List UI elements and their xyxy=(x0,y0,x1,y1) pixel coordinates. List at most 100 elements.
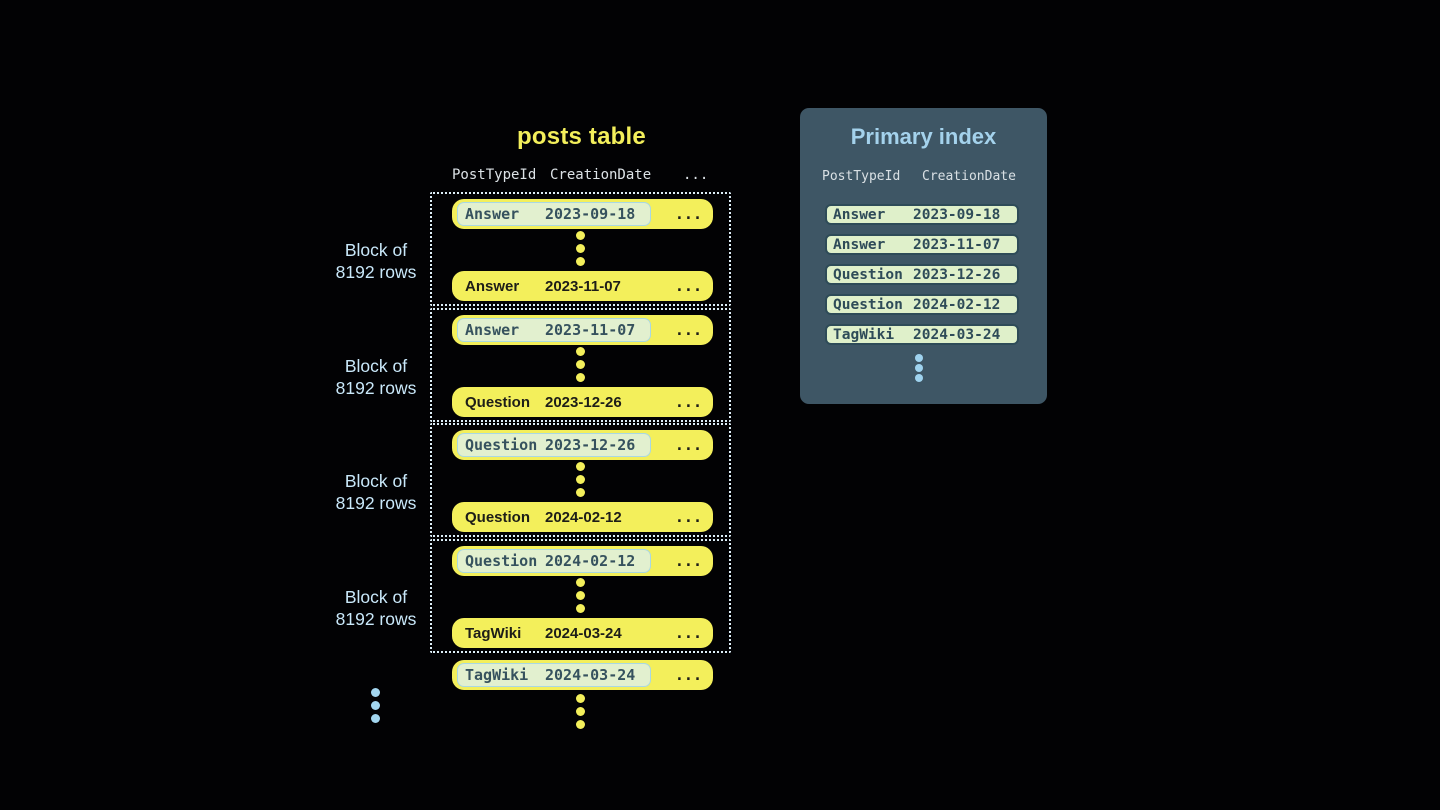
vertical-ellipsis-dots xyxy=(576,462,585,497)
table-row-last: Question 2024-02-12 ... xyxy=(452,502,713,532)
dot xyxy=(576,231,585,240)
primary-key-highlight: Question 2024-02-12 xyxy=(457,549,651,573)
table-row-first: Question 2024-02-12 ... xyxy=(452,546,713,576)
block-label: Block of 8192 rows xyxy=(306,587,446,630)
post-type-cell: Question xyxy=(465,393,531,411)
primary-index-title: Primary index xyxy=(850,124,997,149)
primary-index-panel: Primary index PostTypeId CreationDate An… xyxy=(800,108,1047,404)
index-ellipsis-dots xyxy=(915,354,923,382)
creation-date-cell: 2023-11-07 xyxy=(913,236,1001,253)
table-row-last: Answer 2023-11-07 ... xyxy=(452,271,713,301)
more-blocks-ellipsis-dots xyxy=(371,688,380,723)
row-block-1: Answer 2023-09-18 ... Answer 2023-11-07 … xyxy=(430,192,731,306)
creation-date-cell: 2023-12-26 xyxy=(545,393,622,411)
column-header-posttypeid: PostTypeId xyxy=(452,167,537,183)
block-label-line1: Block of xyxy=(344,587,408,607)
dot xyxy=(576,720,585,729)
row-ellipsis: ... xyxy=(674,277,702,295)
dot xyxy=(576,347,585,356)
block-label-line1: Block of xyxy=(344,240,408,260)
column-header-more-ellipsis: ... xyxy=(683,167,709,183)
primary-key-highlight: Answer 2023-11-07 xyxy=(457,318,651,342)
table-row-last: TagWiki 2024-03-24 ... xyxy=(452,618,713,648)
dot xyxy=(915,364,923,372)
dot xyxy=(576,578,585,587)
creation-date-cell: 2024-02-12 xyxy=(913,296,1001,313)
column-header-creationdate: CreationDate xyxy=(550,167,652,183)
post-type-cell: Question xyxy=(833,296,903,313)
primary-key-highlight: Question 2023-12-26 xyxy=(457,433,651,457)
table-row-first: Question 2023-12-26 ... xyxy=(452,430,713,460)
row-ellipsis: ... xyxy=(674,624,702,642)
index-row: Answer 2023-09-18 xyxy=(825,204,1019,225)
block-label-line2: 8192 rows xyxy=(335,261,417,282)
primary-key-highlight: Answer 2023-09-18 xyxy=(457,202,651,226)
dot xyxy=(576,694,585,703)
post-type-cell: TagWiki xyxy=(465,666,529,684)
block-label-line2: 8192 rows xyxy=(335,608,417,629)
dot xyxy=(576,488,585,497)
row-block-4: Question 2024-02-12 ... TagWiki 2024-03-… xyxy=(430,539,731,653)
index-column-header-posttypeid: PostTypeId xyxy=(822,169,901,184)
post-type-cell: Question xyxy=(465,552,538,570)
post-type-cell: TagWiki xyxy=(833,326,895,343)
table-row-first: Answer 2023-11-07 ... xyxy=(452,315,713,345)
index-row: Question 2023-12-26 xyxy=(825,264,1019,285)
dot xyxy=(576,604,585,613)
dot xyxy=(371,714,380,723)
dot xyxy=(576,360,585,369)
dot xyxy=(576,244,585,253)
dot xyxy=(576,462,585,471)
table-row-first: Answer 2023-09-18 ... xyxy=(452,199,713,229)
vertical-ellipsis-dots xyxy=(576,578,585,613)
row-block-2: Answer 2023-11-07 ... Question 2023-12-2… xyxy=(430,308,731,422)
dot xyxy=(576,257,585,266)
posts-table-title: posts table xyxy=(517,123,646,150)
post-type-cell: TagWiki xyxy=(465,624,522,642)
index-column-header-creationdate: CreationDate xyxy=(922,169,1016,184)
post-type-cell: Answer xyxy=(465,205,520,223)
dot xyxy=(915,374,923,382)
index-row: TagWiki 2024-03-24 xyxy=(825,324,1019,345)
block-label: Block of 8192 rows xyxy=(306,240,446,283)
vertical-ellipsis-dots xyxy=(576,347,585,382)
creation-date-cell: 2024-03-24 xyxy=(545,624,622,642)
creation-date-cell: 2024-02-12 xyxy=(545,552,636,570)
post-type-cell: Answer xyxy=(465,321,520,339)
creation-date-cell: 2023-09-18 xyxy=(545,205,636,223)
creation-date-cell: 2023-09-18 xyxy=(913,206,1001,223)
creation-date-cell: 2023-12-26 xyxy=(545,436,636,454)
index-row: Answer 2023-11-07 xyxy=(825,234,1019,255)
block-label: Block of 8192 rows xyxy=(306,356,446,399)
vertical-ellipsis-dots xyxy=(576,694,585,729)
table-row-overflow: TagWiki 2024-03-24 ... xyxy=(452,660,713,690)
dot xyxy=(576,475,585,484)
dot xyxy=(371,688,380,697)
creation-date-cell: 2024-02-12 xyxy=(545,508,622,526)
row-block-3: Question 2023-12-26 ... Question 2024-02… xyxy=(430,423,731,537)
vertical-ellipsis-dots xyxy=(576,231,585,266)
table-row-last: Question 2023-12-26 ... xyxy=(452,387,713,417)
primary-key-highlight: TagWiki 2024-03-24 xyxy=(457,663,651,687)
dot xyxy=(576,373,585,382)
block-label: Block of 8192 rows xyxy=(306,471,446,514)
row-ellipsis: ... xyxy=(674,393,702,411)
creation-date-cell: 2023-11-07 xyxy=(545,277,621,295)
row-ellipsis: ... xyxy=(674,205,702,223)
post-type-cell: Question xyxy=(465,436,538,454)
post-type-cell: Answer xyxy=(465,277,520,295)
creation-date-cell: 2023-12-26 xyxy=(913,266,1001,283)
row-ellipsis: ... xyxy=(674,552,702,570)
creation-date-cell: 2024-03-24 xyxy=(913,326,1001,343)
dot xyxy=(576,707,585,716)
creation-date-cell: 2023-11-07 xyxy=(545,321,636,339)
dot xyxy=(371,701,380,710)
post-type-cell: Question xyxy=(833,266,903,283)
post-type-cell: Question xyxy=(465,508,531,526)
row-ellipsis: ... xyxy=(674,666,702,684)
block-label-line2: 8192 rows xyxy=(335,492,417,513)
row-ellipsis: ... xyxy=(674,508,702,526)
dot xyxy=(915,354,923,362)
post-type-cell: Answer xyxy=(833,236,886,253)
